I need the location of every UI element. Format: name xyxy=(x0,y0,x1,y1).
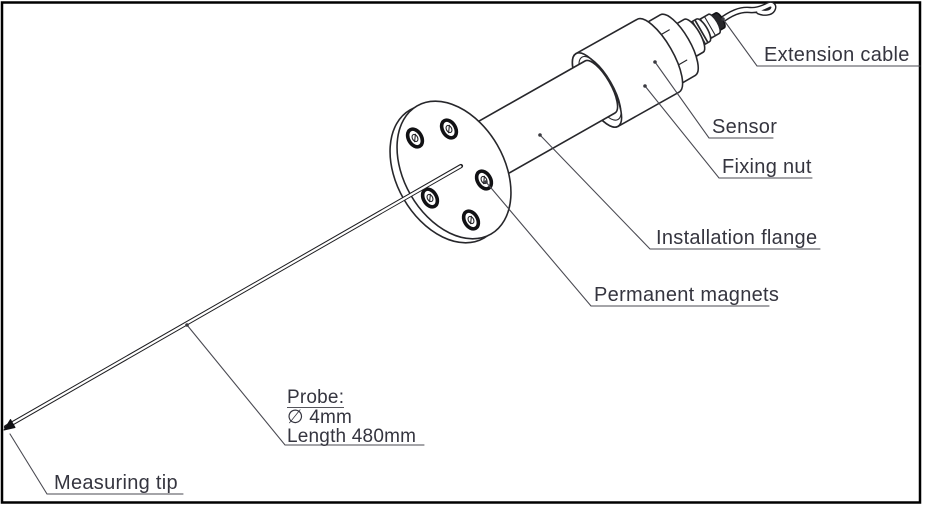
leader-permanent-magnets xyxy=(485,181,770,307)
label-probe-title: Probe: xyxy=(287,387,345,408)
label-permanent-magnets: Permanent magnets xyxy=(594,284,780,306)
probe-rod xyxy=(3,163,464,430)
leader-extension-cable xyxy=(722,18,921,67)
magnet-bolt xyxy=(420,187,440,209)
label-measuring-tip: Measuring tip xyxy=(54,472,178,494)
extension-cable-shape xyxy=(715,1,777,26)
leader-probe xyxy=(186,324,425,446)
leader-measuring-tip xyxy=(9,433,184,495)
label-probe-diameter: ∅ 4mm xyxy=(287,407,353,428)
leader-dot xyxy=(484,180,488,184)
label-sensor: Sensor xyxy=(712,116,778,138)
label-extension-cable: Extension cable xyxy=(764,44,910,66)
leader-installation-flange xyxy=(539,134,821,250)
leader-dot xyxy=(643,84,647,88)
leader-dot xyxy=(721,17,725,21)
leader-dot xyxy=(653,60,657,64)
leader-fixing-nut xyxy=(644,85,813,179)
leader-dot xyxy=(538,133,542,137)
measuring-tip-arrow xyxy=(3,419,16,431)
magnet-bolt xyxy=(439,118,459,140)
permanent-magnets-group xyxy=(405,118,494,231)
leader-sensor xyxy=(654,61,774,139)
label-installation-flange: Installation flange xyxy=(656,227,818,249)
label-probe-length: Length 480mm xyxy=(287,426,417,447)
probe-spec-block: Probe: ∅ 4mm Length 480mm xyxy=(287,388,416,446)
leader-dot xyxy=(185,323,189,327)
label-fixing-nut: Fixing nut xyxy=(722,156,812,178)
magnet-bolt xyxy=(461,209,481,231)
magnet-bolt xyxy=(405,127,425,149)
magnet-bolt xyxy=(474,169,494,191)
